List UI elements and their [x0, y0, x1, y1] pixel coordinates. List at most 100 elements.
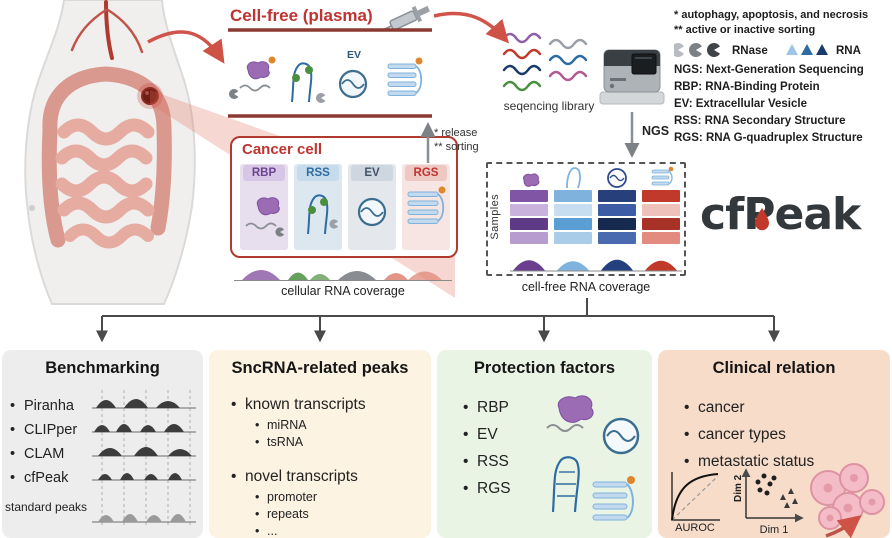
cfpeak-coverage-hills — [510, 259, 682, 272]
ev-structure-icon — [357, 197, 387, 227]
release-sorting-note: * release ** sorting — [434, 127, 479, 153]
item-cancer-types: cancer types — [684, 421, 814, 448]
novel-more: ... — [255, 523, 366, 538]
abbrev-rgs: RGS: RNA G-quadruplex Structure — [674, 132, 863, 144]
samples-label: Samples — [489, 194, 501, 240]
cellfree-coverage-label: cell-free RNA coverage — [521, 280, 651, 294]
panel-sncrna: SncRNA-related peaks known transcripts m… — [209, 350, 431, 538]
item-ev: EV — [463, 421, 511, 448]
protection-illustrations — [546, 395, 640, 521]
panel-clinical: Clinical relation cancer cancer types me… — [658, 350, 890, 538]
abbrev-ngs: NGS: Next-Generation Sequencing — [674, 64, 864, 76]
tool-clipper: CLIPper — [10, 418, 77, 442]
rgs-structure-icon — [407, 186, 446, 224]
cellular-coverage-label: cellular RNA coverage — [281, 284, 405, 298]
cfpeak-logo: cfPeak — [700, 186, 861, 242]
plasma-band: EV — [228, 28, 432, 118]
heatmap-col-rss — [554, 190, 592, 246]
auroc-label: AUROC — [675, 522, 715, 534]
known-mirna: miRNA — [255, 417, 366, 434]
column-rss: RSS — [294, 164, 342, 250]
ev-icon: EV — [338, 49, 368, 99]
library-label: seqencing library — [503, 99, 595, 113]
item-metastatic: metastatic status — [684, 448, 814, 475]
cancer-cell-box: Cancer cell RBP RSS EV RGS — [230, 136, 458, 258]
rbp-complex-icon — [229, 56, 276, 99]
cancer-cell-title: Cancer cell — [242, 141, 323, 158]
rna-icon — [816, 44, 828, 55]
auroc-plot — [671, 472, 720, 521]
rbp-chip: RBP — [243, 165, 285, 181]
known-tsrna: tsRNA — [255, 434, 366, 451]
rnase-icon — [674, 43, 684, 57]
abbrev-ev: EV: Extracellular Vesicle — [674, 98, 807, 110]
heatmap-col-rgs — [642, 190, 680, 246]
scatter-dots — [755, 473, 777, 496]
navel-icon — [29, 205, 35, 211]
sequencer-icon — [599, 49, 665, 105]
ev-chip: EV — [351, 165, 393, 181]
column-rgs: RGS — [402, 164, 450, 250]
rgs-illustration — [592, 476, 635, 521]
novel-promoter: promoter — [255, 489, 366, 506]
ev-illustration — [602, 417, 640, 455]
tool-peaks — [94, 399, 192, 480]
novel-repeats: repeats — [255, 506, 366, 523]
clinical-list: cancer cancer types metastatic status — [684, 394, 814, 475]
ev-label: EV — [347, 49, 361, 61]
standard-peaks-label: standard peaks — [5, 500, 88, 514]
item-rss: RSS — [463, 448, 511, 475]
track-baselines — [92, 407, 196, 523]
torso-illustration — [24, 0, 196, 305]
blood-drop-icon — [755, 207, 770, 230]
ngs-label: NGS — [642, 124, 670, 138]
tool-piranha: Piranha — [10, 394, 77, 418]
ev-icon — [607, 168, 627, 188]
rgs-chip: RGS — [405, 165, 447, 181]
heatmap-col-ev — [598, 190, 636, 246]
sncrna-title: SncRNA-related peaks — [231, 359, 409, 377]
abbrev-rbp: RBP: RNA-Binding Protein — [674, 81, 820, 93]
protection-title: Protection factors — [473, 359, 616, 377]
metastasis-cells-illustration — [810, 463, 885, 530]
tool-list: Piranha CLIPper CLAM cfPeak — [10, 394, 77, 490]
tool-clam: CLAM — [10, 442, 77, 466]
rss-chip: RSS — [297, 165, 339, 181]
vessels-icon — [70, 0, 144, 60]
rnase-label: RNase — [732, 45, 768, 57]
item-cancer: cancer — [684, 394, 814, 421]
rss-hairpin-icon — [291, 62, 326, 103]
scatter-triangles — [780, 488, 798, 508]
cellfree-title: Cell-free (plasma) — [230, 6, 373, 25]
rss-illustration — [551, 456, 580, 513]
protection-list: RBP EV RSS RGS — [463, 394, 511, 502]
dim1-label: Dim 1 — [759, 524, 789, 536]
legend-icon-row: RNase RNA — [674, 43, 861, 57]
arrow-plasma-to-library — [433, 11, 510, 44]
peak-tracks — [92, 390, 196, 528]
panel-benchmarking: Benchmarking Piranha CLIPper CLAM cfPeak — [2, 350, 203, 538]
rgs-icon — [651, 166, 674, 186]
rss-structure-icon — [307, 194, 338, 235]
legend: * autophagy, apoptosis, and necrosis ** … — [674, 8, 890, 147]
logo-suffix: eak — [774, 188, 861, 240]
known-transcripts: known transcripts — [231, 392, 366, 417]
novel-transcripts: novel transcripts — [231, 464, 366, 489]
sncrna-list: known transcripts miRNA tsRNA novel tran… — [231, 392, 366, 538]
clinical-title: Clinical relation — [712, 359, 836, 377]
rbp-illustration — [546, 395, 594, 432]
dim-scatter-plot: Dim 2 — [733, 468, 804, 523]
legend-note-1: * autophagy, apoptosis, and necrosis — [674, 9, 869, 21]
item-rbp: RBP — [463, 394, 511, 421]
dim2-label: Dim 2 — [733, 474, 744, 502]
logo-prefix: cf — [700, 188, 744, 240]
heatmap-col-rbp — [510, 190, 548, 246]
tool-cfpeak: cfPeak — [10, 466, 77, 490]
rbp-structure-icon — [245, 197, 284, 237]
cfpeak-heatmap-box — [486, 162, 686, 276]
standard-peak-guides — [101, 390, 191, 528]
rgs-quadruplex-icon — [387, 57, 423, 96]
tumor-icon — [137, 83, 163, 109]
abbrev-rss: RSS: RNA Secondary Structure — [674, 115, 846, 127]
